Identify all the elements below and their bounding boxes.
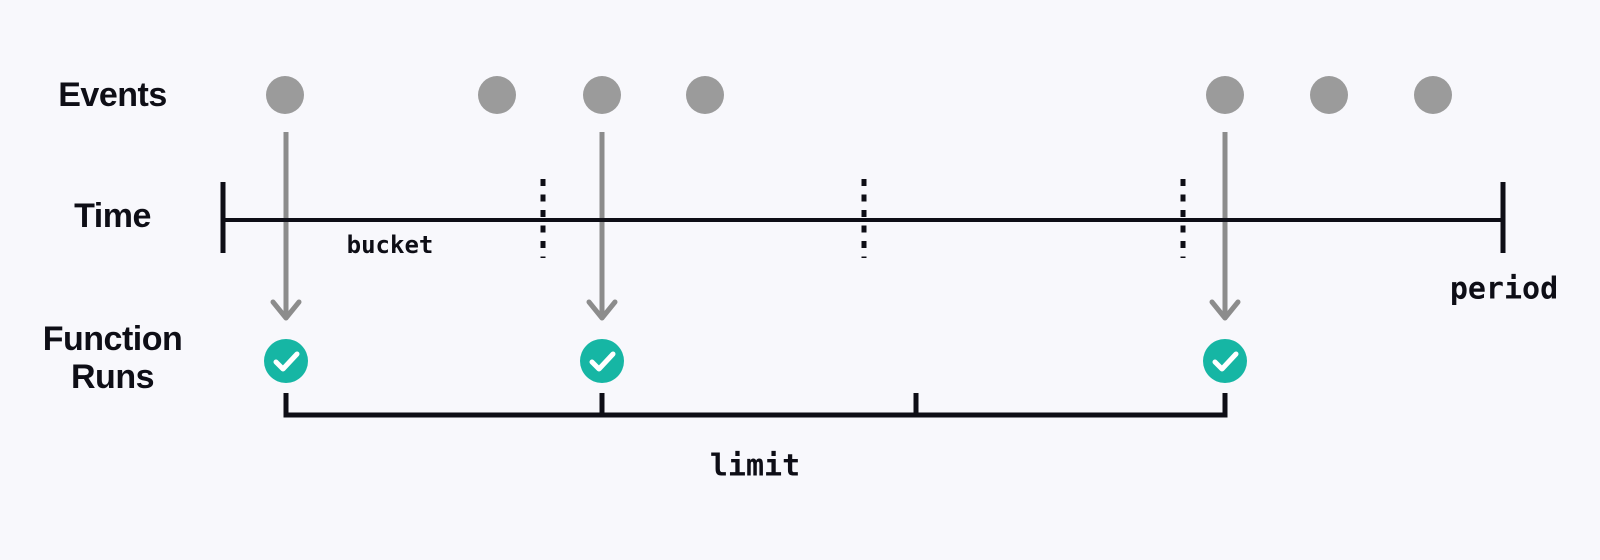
- event-dot: [1414, 76, 1452, 114]
- function-run-badge: [264, 339, 308, 383]
- function-runs-label-line2: Runs: [71, 358, 155, 396]
- event-dot: [1310, 76, 1348, 114]
- events-row-label: Events: [58, 76, 167, 114]
- period-label: period: [1449, 271, 1559, 307]
- arrow-head-icon: [1209, 299, 1241, 321]
- function-runs-row-label: Function Runs: [20, 320, 205, 396]
- function-run-badge: [1203, 339, 1247, 383]
- time-row-label: Time: [74, 197, 151, 235]
- check-icon: [273, 351, 300, 372]
- event-dot: [266, 76, 304, 114]
- event-dot: [686, 76, 724, 114]
- check-icon: [1212, 351, 1239, 372]
- event-dot: [583, 76, 621, 114]
- limit-label: limit: [709, 448, 801, 484]
- bucket-label: bucket: [346, 231, 434, 259]
- function-runs-label-line1: Function: [42, 320, 183, 358]
- event-dot: [478, 76, 516, 114]
- event-dot: [1206, 76, 1244, 114]
- arrow-head-icon: [270, 299, 302, 321]
- check-icon: [589, 351, 616, 372]
- arrow-head-icon: [586, 299, 618, 321]
- function-run-badge: [580, 339, 624, 383]
